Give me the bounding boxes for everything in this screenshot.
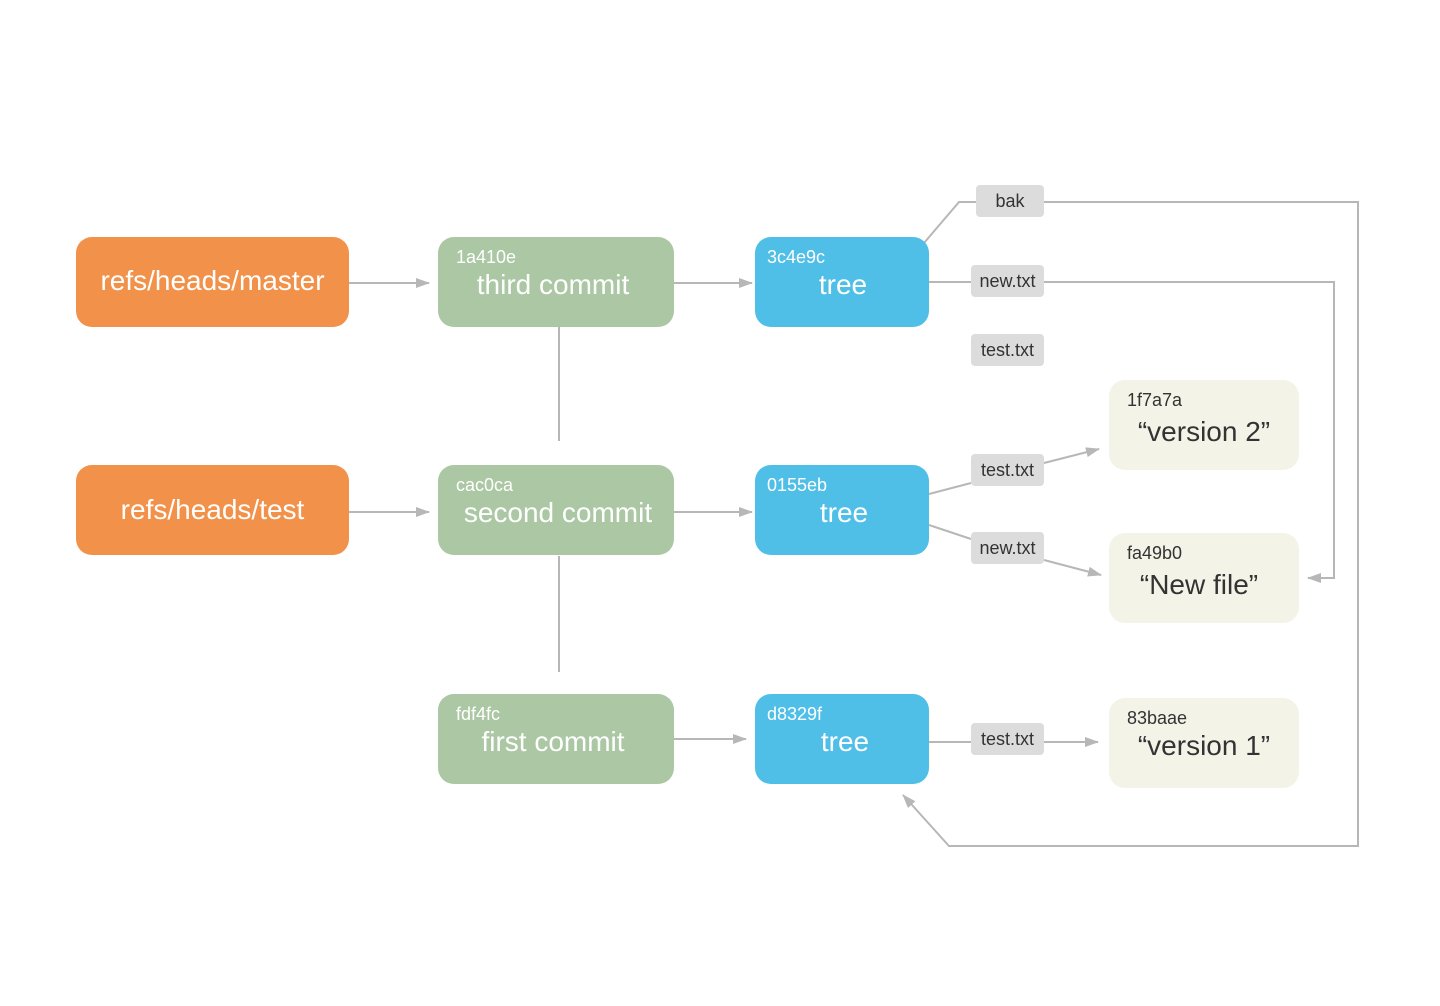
tree-3c4e9c: 3c4e9c tree bbox=[755, 237, 929, 327]
entry-bak: bak bbox=[976, 185, 1044, 217]
blob-83baae-hash: 83baae bbox=[1127, 708, 1188, 728]
entry-tree2-new-txt: new.txt bbox=[971, 532, 1044, 564]
tree-d8329f-label: tree bbox=[820, 726, 870, 757]
tree-3c4e9c-label: tree bbox=[818, 269, 868, 300]
link-tree2-test bbox=[928, 482, 972, 495]
tree-0155eb-label: tree bbox=[819, 497, 869, 528]
tree-d8329f-hash: d8329f bbox=[767, 704, 823, 724]
blob-83baae-content: “version 1” bbox=[1137, 730, 1271, 761]
ref-test-label: refs/heads/test bbox=[120, 494, 305, 525]
link-tree3-bak bbox=[923, 201, 976, 244]
blob-1f7a7a-content: “version 2” bbox=[1137, 416, 1271, 447]
commit-third-label: third commit bbox=[476, 269, 630, 300]
blob-fa49b0-content: “New file” bbox=[1139, 569, 1259, 600]
commit-second-hash: cac0ca bbox=[456, 475, 514, 495]
arrow-test-to-v2 bbox=[1043, 447, 1100, 464]
ref-test: refs/heads/test bbox=[76, 465, 349, 555]
entry-tree1-test-txt: test.txt bbox=[971, 723, 1044, 755]
entry-tree2-test-txt: test.txt bbox=[971, 454, 1044, 486]
tree-3c4e9c-hash: 3c4e9c bbox=[767, 247, 826, 267]
tree-0155eb-hash: 0155eb bbox=[767, 475, 828, 495]
link-tree2-new bbox=[928, 524, 972, 540]
blob-fa49b0-hash: fa49b0 bbox=[1127, 543, 1183, 563]
commit-third-hash: 1a410e bbox=[456, 247, 517, 267]
commit-second: cac0ca second commit bbox=[438, 465, 674, 555]
commit-first-label: first commit bbox=[481, 726, 625, 757]
commit-first-hash: fdf4fc bbox=[456, 704, 501, 724]
blob-1f7a7a: 1f7a7a “version 2” bbox=[1109, 380, 1299, 470]
blob-1f7a7a-hash: 1f7a7a bbox=[1127, 390, 1183, 410]
ref-master-label: refs/heads/master bbox=[100, 265, 325, 296]
entry-tree3-test-txt: test.txt bbox=[971, 334, 1044, 366]
tree-d8329f: d8329f tree bbox=[755, 694, 929, 784]
commit-second-label: second commit bbox=[463, 497, 653, 528]
commit-first: fdf4fc first commit bbox=[438, 694, 674, 784]
commit-third: 1a410e third commit bbox=[438, 237, 674, 327]
blob-fa49b0: fa49b0 “New file” bbox=[1109, 533, 1299, 623]
link-bak-to-tree1 bbox=[902, 201, 1359, 847]
blob-83baae: 83baae “version 1” bbox=[1109, 698, 1299, 788]
entry-tree3-new-txt: new.txt bbox=[971, 265, 1044, 297]
link-new-to-newfile bbox=[1044, 281, 1335, 583]
arrow-new-to-newfile bbox=[1043, 559, 1102, 577]
ref-master: refs/heads/master bbox=[76, 237, 349, 327]
tree-0155eb: 0155eb tree bbox=[755, 465, 929, 555]
